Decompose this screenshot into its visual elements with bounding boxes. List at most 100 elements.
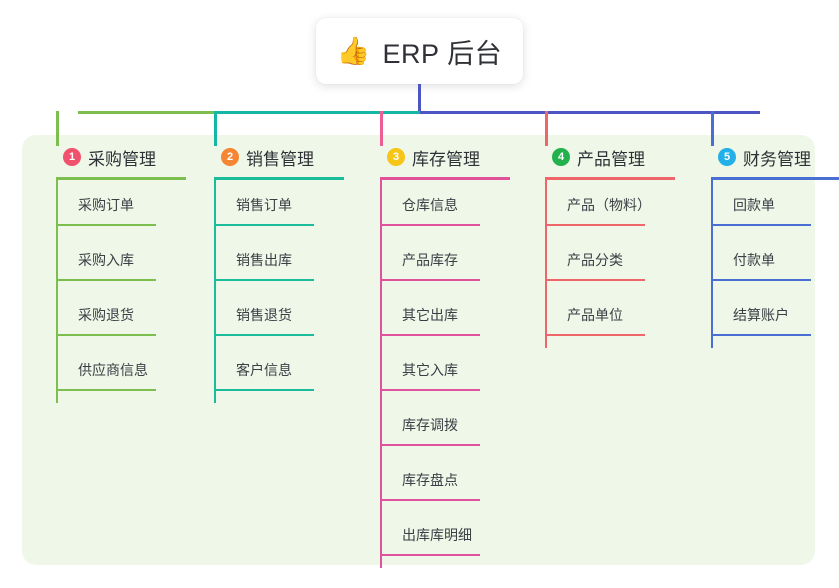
branch-item-label: 其它出库 — [402, 307, 458, 323]
branches-panel — [22, 135, 815, 565]
branch-spine-4 — [545, 179, 547, 348]
branch-item-rule — [56, 224, 156, 226]
branch-item[interactable]: 付款单 — [711, 238, 816, 293]
branch-item-rule — [711, 279, 811, 281]
branch-item[interactable]: 销售退货 — [214, 293, 319, 348]
branch-item-label: 库存调拨 — [402, 417, 458, 433]
branch-item[interactable]: 其它入库 — [380, 348, 485, 403]
branch-item[interactable]: 产品单位 — [545, 293, 650, 348]
bus-segment-green — [78, 111, 215, 114]
branch-column-1: 1 采购管理 采购订单采购入库采购退货供应商信息 — [42, 145, 202, 403]
branch-underline-2 — [214, 177, 344, 180]
branch-item-label: 出库库明细 — [402, 527, 472, 543]
branch-item-label: 采购入库 — [78, 252, 134, 268]
branch-item[interactable]: 供应商信息 — [56, 348, 161, 403]
branch-item-rule — [214, 224, 314, 226]
branch-item-rule — [56, 334, 156, 336]
branch-item-rule — [214, 279, 314, 281]
branch-item[interactable]: 库存调拨 — [380, 403, 485, 458]
branch-item[interactable]: 采购订单 — [56, 183, 161, 238]
branch-underline-5 — [711, 177, 839, 180]
branch-title-3: 库存管理 — [412, 149, 480, 169]
drop-connector-3 — [380, 111, 383, 146]
branch-item-rule — [380, 334, 480, 336]
branch-underline-4 — [545, 177, 675, 180]
branch-item-rule — [380, 444, 480, 446]
branch-item-label: 库存盘点 — [402, 472, 458, 488]
branch-item[interactable]: 结算账户 — [711, 293, 816, 348]
thumbs-up-icon: 👍 — [336, 35, 371, 66]
branch-item-label: 产品（物料） — [567, 197, 651, 213]
branch-item-rule — [545, 279, 645, 281]
branch-item-rule — [545, 224, 645, 226]
branch-item[interactable]: 产品库存 — [380, 238, 485, 293]
branch-column-3: 3 库存管理 仓库信息产品库存其它出库其它入库库存调拨库存盘点出库库明细 — [366, 145, 526, 568]
branch-title-2: 销售管理 — [246, 149, 314, 169]
branch-item[interactable]: 客户信息 — [214, 348, 319, 403]
branch-item[interactable]: 其它出库 — [380, 293, 485, 348]
branch-item-label: 采购订单 — [78, 197, 134, 213]
drop-connector-5 — [711, 111, 714, 146]
branch-title-5: 财务管理 — [743, 149, 811, 169]
branch-item-rule — [214, 334, 314, 336]
branch-underline-1 — [56, 177, 186, 180]
branch-header-2[interactable]: 2 销售管理 — [200, 145, 360, 169]
branch-spine-3 — [380, 179, 382, 568]
branch-item-rule — [56, 279, 156, 281]
branch-title-4: 产品管理 — [577, 149, 645, 169]
root-title: ERP 后台 — [382, 38, 503, 69]
branch-item-label: 销售出库 — [236, 252, 292, 268]
branch-item-rule — [711, 224, 811, 226]
branch-badge-4: 4 — [552, 148, 570, 166]
branch-item-rule — [711, 334, 811, 336]
branch-spine-5 — [711, 179, 713, 348]
branch-column-5: 5 财务管理 回款单付款单结算账户 — [697, 145, 839, 348]
bus-segment-teal — [215, 111, 420, 114]
branch-spine-2 — [214, 179, 216, 403]
branch-item-label: 付款单 — [733, 252, 775, 268]
branch-underline-3 — [380, 177, 510, 180]
branch-item[interactable]: 产品分类 — [545, 238, 650, 293]
drop-connector-1 — [56, 111, 59, 146]
branch-header-5[interactable]: 5 财务管理 — [697, 145, 839, 169]
branch-item[interactable]: 销售出库 — [214, 238, 319, 293]
branch-header-1[interactable]: 1 采购管理 — [42, 145, 202, 169]
branch-badge-2: 2 — [221, 148, 239, 166]
branch-item-label: 产品单位 — [567, 307, 623, 323]
branch-badge-3: 3 — [387, 148, 405, 166]
branch-item-label: 客户信息 — [236, 362, 292, 378]
root-stem-connector — [418, 84, 421, 112]
branch-badge-5: 5 — [718, 148, 736, 166]
branch-item-rule — [214, 389, 314, 391]
branch-item[interactable]: 库存盘点 — [380, 458, 485, 513]
branch-item[interactable]: 销售订单 — [214, 183, 319, 238]
branch-item-rule — [380, 224, 480, 226]
branch-item-rule — [380, 499, 480, 501]
branch-item[interactable]: 采购退货 — [56, 293, 161, 348]
branch-header-4[interactable]: 4 产品管理 — [531, 145, 691, 169]
branch-column-2: 2 销售管理 销售订单销售出库销售退货客户信息 — [200, 145, 360, 403]
branch-item-rule — [545, 334, 645, 336]
branch-spine-1 — [56, 179, 58, 403]
branch-item[interactable]: 仓库信息 — [380, 183, 485, 238]
branch-item-rule — [380, 554, 480, 556]
branch-item-label: 其它入库 — [402, 362, 458, 378]
branch-item-label: 销售订单 — [236, 197, 292, 213]
bus-segment-purple — [420, 111, 760, 114]
root-node[interactable]: 👍 ERP 后台 — [316, 18, 523, 84]
branch-item-label: 仓库信息 — [402, 197, 458, 213]
branch-item-label: 销售退货 — [236, 307, 292, 323]
branch-item-label: 采购退货 — [78, 307, 134, 323]
branch-item[interactable]: 回款单 — [711, 183, 816, 238]
branch-item-label: 结算账户 — [733, 307, 789, 323]
branch-item[interactable]: 出库库明细 — [380, 513, 485, 568]
branch-item-label: 产品库存 — [402, 252, 458, 268]
branch-item-rule — [380, 279, 480, 281]
drop-connector-2 — [214, 111, 217, 146]
branch-header-3[interactable]: 3 库存管理 — [366, 145, 526, 169]
branch-item[interactable]: 采购入库 — [56, 238, 161, 293]
branch-item[interactable]: 产品（物料） — [545, 183, 651, 238]
branch-item-rule — [380, 389, 480, 391]
branch-badge-1: 1 — [63, 148, 81, 166]
branch-title-1: 采购管理 — [88, 149, 156, 169]
